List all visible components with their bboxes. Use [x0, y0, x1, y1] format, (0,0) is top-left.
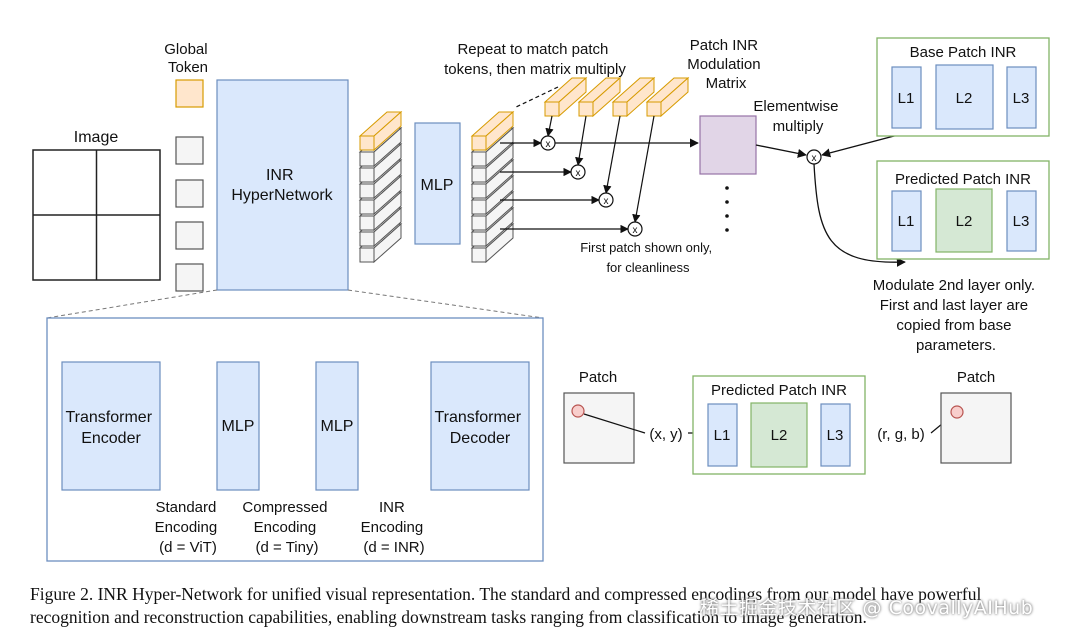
- ellipsis-dots: [725, 186, 729, 232]
- svg-text:x: x: [576, 168, 581, 179]
- mlp-block-encoder: [216, 361, 260, 491]
- xy-label: (x, y): [649, 426, 682, 443]
- input-tokens: [175, 136, 204, 292]
- input-patch: [563, 392, 635, 464]
- output-patch: [940, 392, 1012, 464]
- watermark: 稀土掘金技术社区 @ CoovallyAIHub: [700, 597, 1034, 619]
- predicted-patch-inr-title-bottom: Predicted Patch INR: [711, 382, 847, 399]
- first-patch-note: First patch shown only, for cleanliness: [580, 240, 716, 275]
- svg-text:L3: L3: [1013, 90, 1030, 107]
- modulation-matrix: [699, 115, 757, 175]
- svg-text:L1: L1: [898, 90, 915, 107]
- predicted-patch-inr-title: Predicted Patch INR: [895, 171, 1031, 188]
- standard-encoding-label: Standard Encoding (d = ViT): [155, 499, 222, 556]
- input-image-grid: [32, 149, 161, 281]
- mlp-label-top: MLP: [421, 177, 454, 194]
- inr-hypernetwork-block: [216, 79, 349, 291]
- zoom-guide-left: [46, 289, 218, 319]
- mlp-label-decoder: MLP: [321, 418, 354, 435]
- mlp-block-decoder: [315, 361, 359, 491]
- multiply-node: x: [540, 135, 556, 151]
- svg-text:x: x: [812, 153, 817, 164]
- modulate-note: Modulate 2nd layer only. First and last …: [873, 277, 1040, 354]
- base-patch-inr-title: Base Patch INR: [910, 44, 1017, 61]
- zoom-guide-right: [347, 289, 544, 319]
- token-stack-hypernet-out: [358, 110, 403, 264]
- transformer-decoder-label: Transformer Decoder: [435, 409, 526, 447]
- repeat-note: Repeat to match patch tokens, then matri…: [444, 41, 626, 78]
- global-token-label: Global Token: [164, 41, 212, 76]
- elementwise-multiply-node: x: [806, 149, 822, 165]
- svg-text:x: x: [546, 139, 551, 150]
- repeated-global-tokens: x x x x: [500, 76, 699, 237]
- rgb-label: (r, g, b): [877, 426, 925, 443]
- svg-text:L3: L3: [1013, 213, 1030, 230]
- svg-text:L1: L1: [714, 427, 731, 444]
- hypernetwork-label: INR HyperNetwork: [231, 167, 333, 204]
- caption-line-2: recognition and reconstruction capabilit…: [30, 607, 867, 627]
- multiply-node: x: [570, 164, 586, 180]
- input-patch-point: [571, 404, 585, 418]
- caption-line-1: Figure 2. INR Hyper-Network for unified …: [30, 584, 982, 604]
- mlp-label-encoder: MLP: [222, 418, 255, 435]
- modulation-label: Patch INR Modulation Matrix: [687, 37, 765, 92]
- base-inr-layers: L1 L2 L3: [891, 64, 1037, 130]
- input-patch-label: Patch: [579, 369, 617, 386]
- predicted-inr-layers-bottom: L1 L2 L3: [707, 402, 851, 468]
- predicted-inr-layers: L1 L2 L3: [891, 188, 1037, 253]
- svg-text:L3: L3: [827, 427, 844, 444]
- repeat-dashed-pointer: [513, 86, 559, 109]
- figure-caption: Figure 2. INR Hyper-Network for unified …: [30, 583, 1060, 629]
- compressed-encoding-label: Compressed Encoding (d = Tiny): [242, 499, 331, 556]
- transformer-decoder-block: [430, 361, 530, 491]
- svg-text:x: x: [633, 225, 638, 236]
- elementwise-label: Elementwise multiply: [753, 98, 842, 135]
- output-patch-label: Patch: [957, 369, 995, 386]
- svg-text:L2: L2: [771, 427, 788, 444]
- image-label: Image: [74, 129, 119, 146]
- svg-text:L2: L2: [956, 213, 973, 230]
- token-stack-mlp-out: [470, 110, 515, 264]
- inr-encoding-label: INR Encoding (d = INR): [361, 499, 428, 556]
- mlp-block-top: [414, 122, 461, 245]
- global-token: [175, 79, 204, 108]
- svg-text:x: x: [604, 196, 609, 207]
- multiply-node: x: [627, 221, 643, 237]
- svg-text:L2: L2: [956, 90, 973, 107]
- transformer-encoder-block: [61, 361, 161, 491]
- transformer-encoder-label: Transformer Encoder: [66, 409, 157, 447]
- svg-text:L1: L1: [898, 213, 915, 230]
- multiply-node: x: [598, 192, 614, 208]
- output-patch-point: [950, 405, 964, 419]
